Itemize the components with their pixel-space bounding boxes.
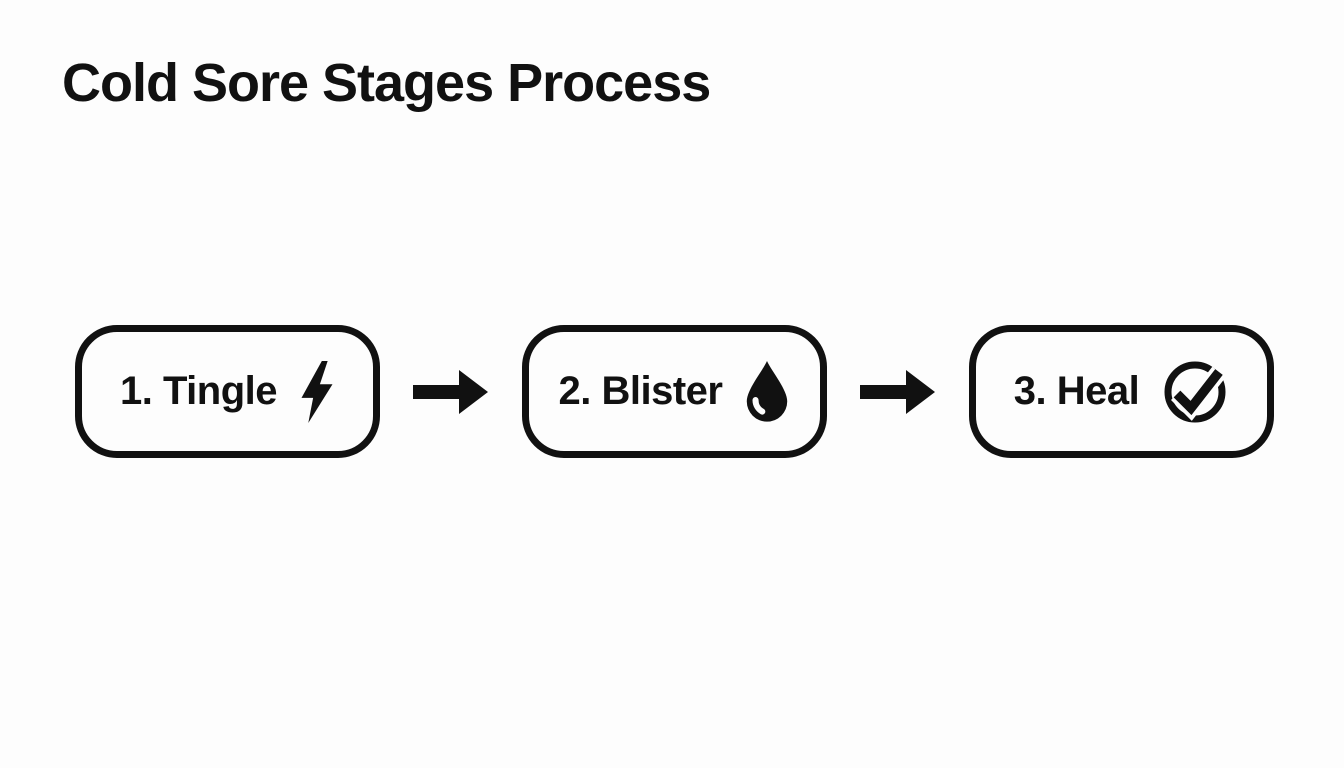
- lightning-bolt-icon: [299, 360, 335, 423]
- stage-box-heal: 3. Heal: [969, 325, 1274, 458]
- arrow-right-icon: [860, 368, 936, 416]
- check-circle-icon: [1161, 358, 1229, 426]
- stage-label: 1. Tingle: [119, 369, 278, 413]
- stage-label: 2. Blister: [558, 369, 723, 413]
- droplet-icon: [744, 360, 790, 423]
- page-title: Cold Sore Stages Process: [62, 53, 711, 113]
- process-flow: 1. Tingle 2. Blister: [75, 325, 1274, 458]
- stage-box-tingle: 1. Tingle: [75, 325, 380, 458]
- stage-box-blister: 2. Blister: [522, 325, 827, 458]
- arrow-right-icon: [413, 368, 489, 416]
- stage-label: 3. Heal: [1013, 369, 1140, 413]
